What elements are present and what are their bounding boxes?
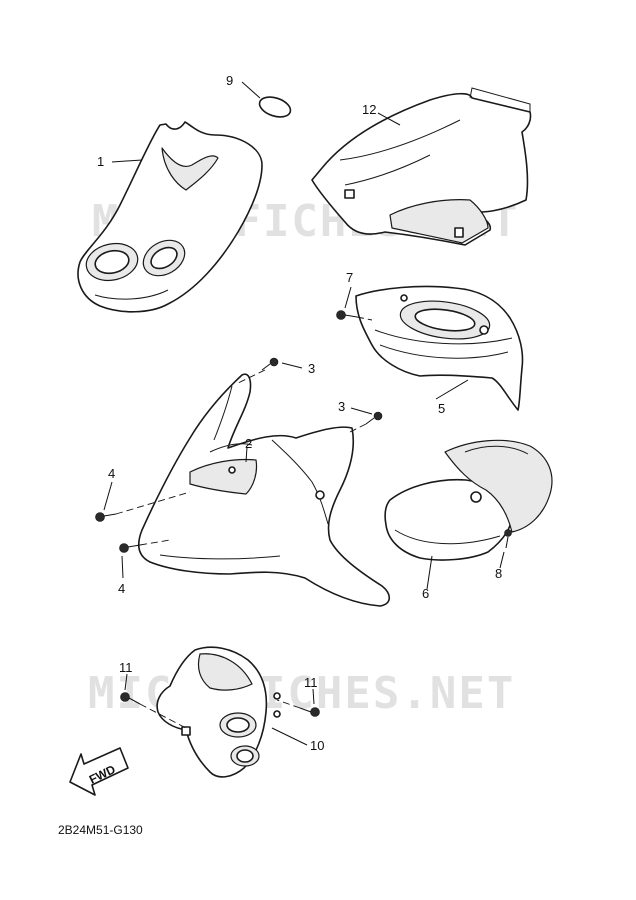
- callout-2: 2: [245, 436, 253, 451]
- callout-12: 12: [362, 102, 377, 117]
- front-cover-part-1: [77, 121, 263, 313]
- leader-9: [241, 81, 261, 99]
- leader-7: [344, 286, 352, 309]
- callout-8: 8: [495, 566, 503, 581]
- assembly-line-4a: [115, 491, 191, 515]
- emblem-part-9: [258, 96, 292, 118]
- assembly-line-3b: [349, 423, 367, 433]
- rear-cover-part-5: [355, 285, 524, 411]
- diagram-code: 2B24M51-G130: [58, 823, 143, 837]
- assembly-line-3a: [235, 369, 266, 385]
- screw-part-11-left: [120, 692, 141, 705]
- callout-3a: 3: [308, 361, 316, 376]
- leader-8: [499, 551, 505, 569]
- leader-10: [271, 727, 308, 746]
- callout-4b: 4: [118, 581, 126, 596]
- leader-3a: [281, 362, 303, 369]
- screw-part-8: [504, 529, 512, 549]
- screw-part-3-right: [365, 411, 383, 425]
- callout-10: 10: [310, 738, 325, 753]
- callout-11b: 11: [304, 675, 318, 690]
- leg-shield-part-2: [137, 373, 391, 607]
- callout-11a: 11: [119, 660, 133, 675]
- assembly-line-11b: [276, 699, 301, 709]
- inner-cover-part-12: [311, 87, 532, 246]
- leader-5: [435, 379, 469, 400]
- screw-part-11-right: [299, 707, 320, 717]
- callout-3b: 3: [338, 399, 346, 414]
- leader-4a: [103, 481, 113, 511]
- assembly-line-11a: [139, 703, 187, 729]
- fwd-direction-arrow: FWD: [69, 747, 129, 796]
- callout-5: 5: [438, 401, 446, 416]
- callout-6: 6: [422, 586, 430, 601]
- callout-7: 7: [346, 270, 354, 285]
- callout-1: 1: [97, 154, 105, 169]
- leader-2: [245, 446, 248, 463]
- leader-1: [111, 159, 143, 163]
- screw-part-3-left: [261, 357, 279, 371]
- headlight-cover-part-10: [156, 646, 281, 778]
- leader-11b: [312, 688, 315, 705]
- side-cover-part-6: [384, 439, 553, 561]
- assembly-line-7: [356, 316, 373, 321]
- screw-part-4-upper: [95, 512, 117, 522]
- screw-part-7: [336, 310, 358, 320]
- screw-part-4-lower: [119, 543, 141, 553]
- leader-4b: [121, 555, 124, 579]
- leader-12: [377, 112, 401, 126]
- leader-6: [426, 555, 433, 590]
- assembly-line-4b: [139, 539, 171, 546]
- callout-4a: 4: [108, 466, 116, 481]
- callout-9: 9: [226, 73, 234, 88]
- leader-11a: [124, 673, 128, 691]
- leader-3b: [350, 407, 373, 415]
